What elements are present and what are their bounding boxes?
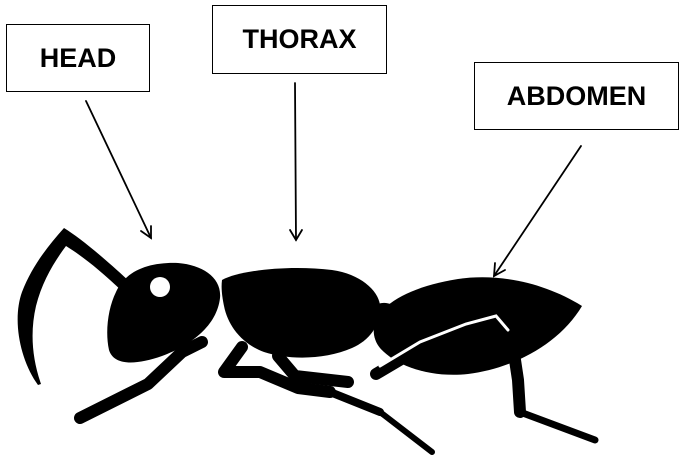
head-arrow: [86, 101, 151, 238]
thorax-label-box: THORAX: [212, 5, 387, 74]
head-label-box: HEAD: [6, 24, 150, 92]
thorax-label: THORAX: [243, 24, 357, 55]
head-label: HEAD: [40, 43, 117, 74]
thorax-arrow: [290, 83, 302, 240]
ant-silhouette-icon: [18, 228, 595, 452]
abdomen-label-box: ABDOMEN: [474, 62, 679, 130]
abdomen-arrow: [494, 146, 581, 276]
eye: [150, 277, 170, 297]
abdomen-label: ABDOMEN: [507, 81, 647, 112]
